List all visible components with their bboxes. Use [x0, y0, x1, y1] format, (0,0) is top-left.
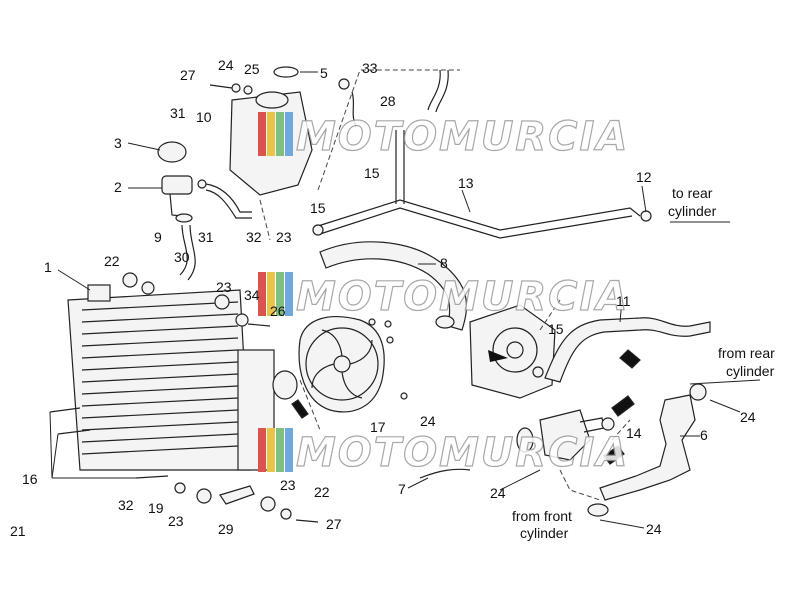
note-from-front-line2: cylinder	[520, 525, 569, 541]
radiator	[67, 284, 298, 471]
callout-17: 17	[370, 419, 386, 435]
callout-24: 24	[740, 409, 756, 425]
callout-13: 13	[458, 175, 474, 191]
clamp-34	[338, 78, 350, 90]
callout-2: 2	[114, 179, 122, 195]
callout-24: 24	[218, 57, 234, 73]
radiator-outlet	[272, 370, 298, 400]
watermark-bottom: MOTOMURCIA	[258, 428, 629, 477]
tank-cap-seal	[273, 66, 299, 78]
note-to-rear-line1: to rear	[672, 185, 713, 201]
note-from-rear-line2: cylinder	[726, 363, 775, 379]
callout-32: 32	[246, 229, 262, 245]
breather-pipe-29	[427, 69, 441, 111]
callout-27: 27	[326, 516, 342, 532]
callout-29: 29	[218, 521, 234, 537]
bolt-17a	[49, 407, 81, 413]
mounting-hardware	[49, 272, 319, 523]
flow-arrows	[291, 349, 641, 465]
filler-cap	[157, 141, 187, 163]
bolt-17c	[135, 475, 169, 479]
callout-15: 15	[310, 200, 326, 216]
flow-lines	[259, 69, 631, 501]
callout-33: 33	[362, 60, 378, 76]
callout-24: 24	[420, 413, 436, 429]
callout-1: 1	[44, 259, 52, 275]
callout-23: 23	[280, 477, 296, 493]
cooling-fan	[298, 316, 408, 413]
callout-23: 23	[276, 229, 292, 245]
hose-7	[419, 468, 471, 479]
callout-8: 8	[440, 255, 448, 271]
note-from-front-line1: from front	[512, 508, 572, 524]
hose-small	[351, 91, 357, 127]
note-to-rear-line2: cylinder	[668, 203, 717, 219]
radiator-core	[81, 301, 239, 455]
callout-31: 31	[198, 229, 214, 245]
hose-6	[599, 394, 696, 501]
bracket-30	[219, 485, 255, 505]
radiator-inlet	[87, 284, 111, 302]
callout-25: 25	[244, 61, 260, 77]
flag-green	[276, 112, 284, 156]
watermark-text: MOTOMURCIA	[296, 274, 629, 320]
flag-blue	[285, 112, 293, 156]
water-pump	[435, 304, 556, 399]
callout-15: 15	[364, 165, 380, 181]
callout-22: 22	[314, 484, 330, 500]
callout-23: 23	[216, 279, 232, 295]
note-from-rear-line1: from rear	[718, 345, 775, 361]
callout-34: 34	[244, 287, 260, 303]
callout-6: 6	[700, 427, 708, 443]
leader-lines	[49, 71, 761, 529]
callout-23: 23	[168, 513, 184, 529]
callout-24: 24	[646, 521, 662, 537]
callout-24: 24	[490, 485, 506, 501]
callout-22: 22	[104, 253, 120, 269]
callout-5: 5	[320, 65, 328, 81]
callout-19: 19	[148, 500, 164, 516]
callout-labels: 1235678910111213141515151617192222232323…	[10, 57, 756, 539]
callout-15: 15	[548, 321, 564, 337]
flag-red	[258, 112, 266, 156]
bolt-17b	[57, 429, 91, 435]
callout-32: 32	[118, 497, 134, 513]
callout-21: 21	[10, 523, 26, 539]
watermark-text: MOTOMURCIA	[296, 430, 629, 476]
thermostat-16	[516, 409, 615, 461]
callout-10: 10	[196, 109, 212, 125]
watermarks: MOTOMURCIA MOTOMURCIA MOTOMURCIA	[258, 112, 629, 477]
callout-11: 11	[616, 293, 631, 309]
callout-27: 27	[180, 67, 196, 83]
callout-30: 30	[174, 249, 190, 265]
filler-neck	[161, 175, 193, 195]
callout-3: 3	[114, 135, 122, 151]
filler-assembly	[157, 141, 252, 281]
pipe-11	[544, 317, 711, 383]
callout-12: 12	[636, 169, 652, 185]
flag-yellow	[267, 112, 275, 156]
callout-7: 7	[398, 481, 406, 497]
watermark-text: MOTOMURCIA	[296, 114, 629, 160]
callout-16: 16	[22, 471, 38, 487]
callout-26: 26	[270, 303, 286, 319]
callout-9: 9	[154, 229, 162, 245]
callout-14: 14	[626, 425, 642, 441]
flow-notes: to rear cylinder from rear cylinder from…	[512, 185, 775, 541]
pipe-13	[312, 130, 652, 239]
screw-28	[209, 84, 233, 89]
callout-28: 28	[380, 93, 396, 109]
callout-31: 31	[170, 105, 186, 121]
watermark-top: MOTOMURCIA	[258, 112, 629, 161]
watermark-middle: MOTOMURCIA	[258, 272, 629, 321]
